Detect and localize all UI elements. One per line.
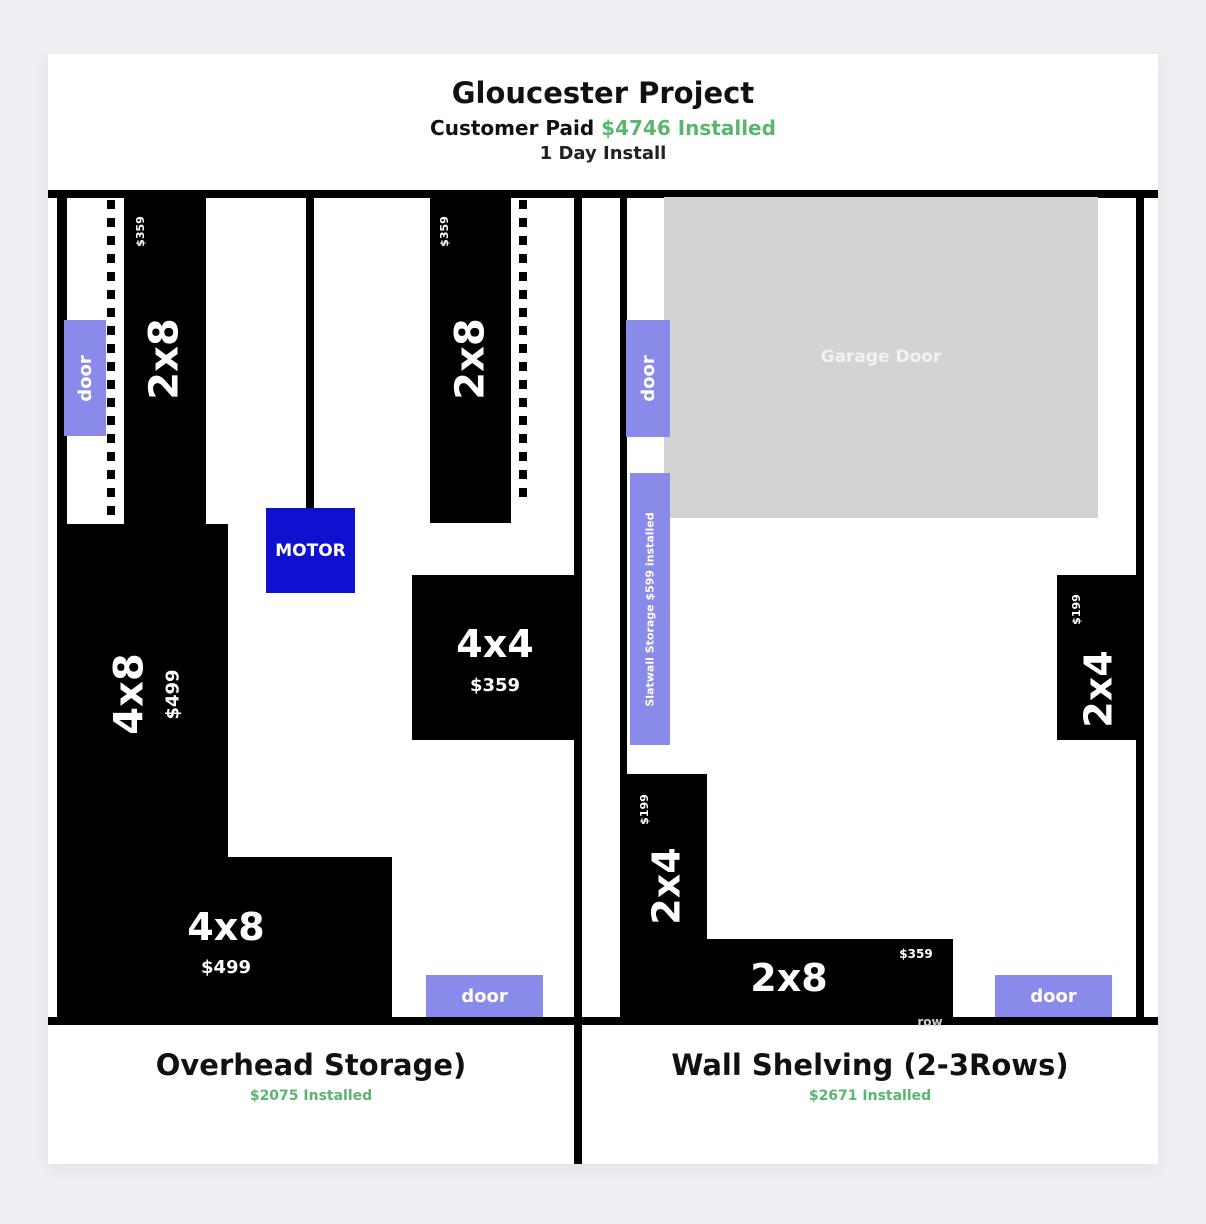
shelf-2x4-left	[626, 774, 707, 940]
right-panel-left-wall	[620, 190, 627, 1020]
project-title: Gloucester Project	[451, 76, 755, 110]
rack-4x8-vertical-price: $499	[162, 668, 184, 720]
motor: MOTOR	[266, 508, 355, 593]
slatwall-storage	[630, 473, 670, 745]
wall-shelving-title: Wall Shelving (2-3Rows)	[671, 1048, 1069, 1082]
shelf-2x4-left-price: $199	[637, 793, 651, 825]
rack-2x8-top-left-size: 2x8	[142, 318, 188, 400]
paid-amount: $4746 Installed	[601, 116, 776, 140]
top-wall-line	[48, 190, 1158, 198]
shelf-2x8-bottom-note: row	[917, 1015, 943, 1029]
shelf-2x8-bottom-price: $359	[899, 947, 933, 961]
wall-shelving-price: $2671 Installed	[808, 1088, 932, 1104]
rack-4x8-bottom-price: $499	[200, 957, 252, 978]
door-right-panel-bottom: door	[995, 975, 1112, 1017]
paid-label: Customer Paid	[430, 116, 602, 140]
customer-paid-line: Customer Paid $4746 Installed	[48, 116, 1158, 140]
overhead-storage-title: Overhead Storage)	[155, 1048, 467, 1082]
install-time: 1 Day Install	[539, 143, 667, 164]
overhead-storage-price: $2075 Installed	[249, 1088, 373, 1104]
rack-2x8-top-left-price: $359	[133, 215, 147, 247]
shelf-2x4-right-size: 2x4	[1077, 650, 1121, 728]
rack-4x8-bottom-size: 4x8	[187, 905, 265, 949]
garage-door-label: Garage Door	[820, 347, 942, 367]
motor-label: MOTOR	[275, 540, 346, 561]
door-left-panel-bottom: door	[426, 975, 543, 1017]
garage-track-left	[107, 200, 115, 524]
door-left-panel-side	[64, 320, 106, 436]
rack-2x8-top-right-size: 2x8	[447, 318, 494, 400]
opener-rail	[306, 198, 314, 508]
garage-door: Garage Door	[664, 197, 1098, 518]
rack-2x8-top-right-price: $359	[437, 215, 451, 247]
shelf-2x4-right	[1057, 575, 1139, 740]
rack-4x4-size: 4x4	[456, 622, 534, 666]
slatwall-storage-label: Slatwall Storage $599 installed	[643, 511, 657, 707]
door-right-panel-side	[626, 320, 670, 437]
shelf-2x8-bottom	[626, 939, 953, 1020]
door-left-panel-side-label: door	[74, 354, 96, 402]
rack-2x8-top-left	[124, 198, 206, 524]
shelf-2x4-right-price: $199	[1069, 593, 1083, 625]
rack-4x4	[412, 575, 578, 740]
shelf-2x8-bottom-size: 2x8	[750, 956, 828, 1000]
layout-card: Gloucester Project Customer Paid $4746 I…	[48, 54, 1158, 1164]
center-divider	[574, 190, 582, 1164]
rack-4x8-vertical-size: 4x8	[107, 653, 153, 735]
shelf-2x4-left-size: 2x4	[645, 847, 689, 925]
right-outer-wall	[1136, 190, 1144, 1020]
bottom-wall-line	[48, 1017, 1158, 1025]
garage-track-right	[519, 200, 527, 504]
rack-4x8-bottom	[58, 857, 392, 1020]
rack-4x4-price: $359	[469, 675, 521, 696]
rack-2x8-top-right	[430, 198, 511, 523]
door-right-panel-side-label: door	[637, 355, 659, 402]
